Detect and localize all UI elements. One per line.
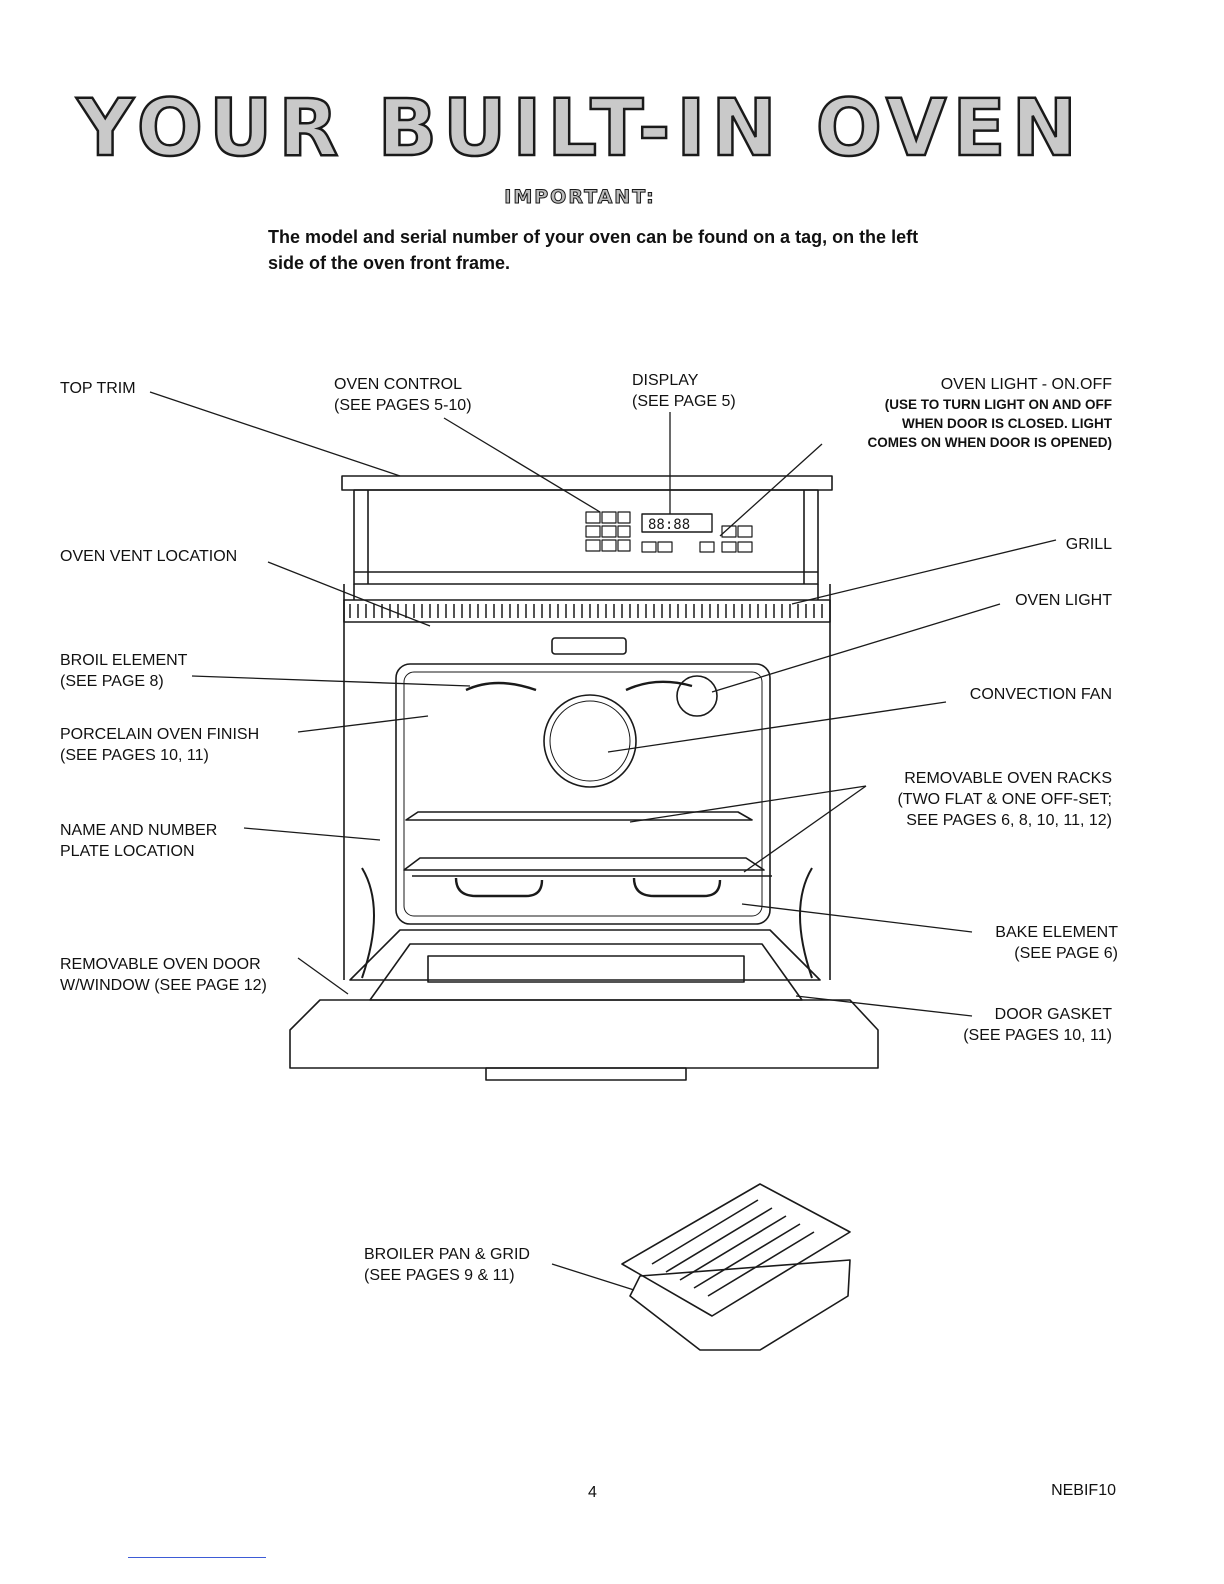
label-display: DISPLAY (SEE PAGE 5) xyxy=(632,372,736,410)
svg-text:88:88: 88:88 xyxy=(648,517,690,533)
label-oven-light: OVEN LIGHT xyxy=(1015,592,1112,609)
label-oven-control: OVEN CONTROL (SEE PAGES 5-10) xyxy=(334,376,472,414)
important-heading: IMPORTANT: xyxy=(504,186,656,209)
label-removable-oven-door: REMOVABLE OVEN DOOR W/WINDOW (SEE PAGE 1… xyxy=(60,956,267,994)
label-broil-element: BROIL ELEMENT (SEE PAGE 8) xyxy=(60,652,188,690)
label-door-gasket: DOOR GASKET (SEE PAGES 10, 11) xyxy=(963,1006,1112,1044)
broiler-pan-shape xyxy=(621,1183,851,1351)
oven-cavity-shape xyxy=(395,663,771,925)
leader-lines xyxy=(149,391,1057,1291)
document-code: NEBIF10 xyxy=(1051,1482,1116,1499)
label-grill: GRILL xyxy=(1065,536,1112,553)
oven-door-shape xyxy=(349,929,821,981)
convection-fan-shape xyxy=(543,694,637,788)
page-number: 4 xyxy=(588,1484,597,1501)
vent-strip-shape xyxy=(343,599,831,623)
bottom-frame-shape xyxy=(289,999,879,1069)
broil-element-shape xyxy=(465,680,693,692)
control-panel-shape xyxy=(353,489,819,585)
label-bake-element: BAKE ELEMENT (SEE PAGE 6) xyxy=(995,924,1118,962)
bottom-rule xyxy=(128,1557,266,1558)
door-window-shape xyxy=(427,955,745,983)
vent-slats-shape xyxy=(349,604,823,618)
door-latch-shape xyxy=(551,637,627,655)
control-keypad-shape xyxy=(585,511,753,553)
intro-text: The model and serial number of your oven… xyxy=(268,227,919,273)
label-porcelain-oven-finish: PORCELAIN OVEN FINISH (SEE PAGES 10, 11) xyxy=(60,726,260,764)
display-window-shape: 88:88 xyxy=(641,513,713,533)
label-name-number-plate: NAME AND NUMBER PLATE LOCATION xyxy=(60,822,218,860)
page-title: YOUR BUILT-IN OVEN xyxy=(76,83,1083,176)
label-oven-vent-location: OVEN VENT LOCATION xyxy=(60,548,238,565)
oven-racks-shape xyxy=(403,811,772,877)
label-top-trim: TOP TRIM xyxy=(60,380,136,397)
label-oven-light-on-off: OVEN LIGHT - ON.OFF (USE TO TURN LIGHT O… xyxy=(867,376,1112,450)
oven-light-shape xyxy=(676,675,718,717)
label-removable-oven-racks: REMOVABLE OVEN RACKS (TWO FLAT & ONE OFF… xyxy=(897,770,1112,829)
bake-element-shape xyxy=(454,877,722,898)
door-gasket-shape xyxy=(369,943,803,1001)
label-broiler-pan: BROILER PAN & GRID (SEE PAGES 9 & 11) xyxy=(364,1246,530,1284)
top-trim-shape xyxy=(341,475,833,491)
label-convection-fan: CONVECTION FAN xyxy=(969,686,1112,703)
